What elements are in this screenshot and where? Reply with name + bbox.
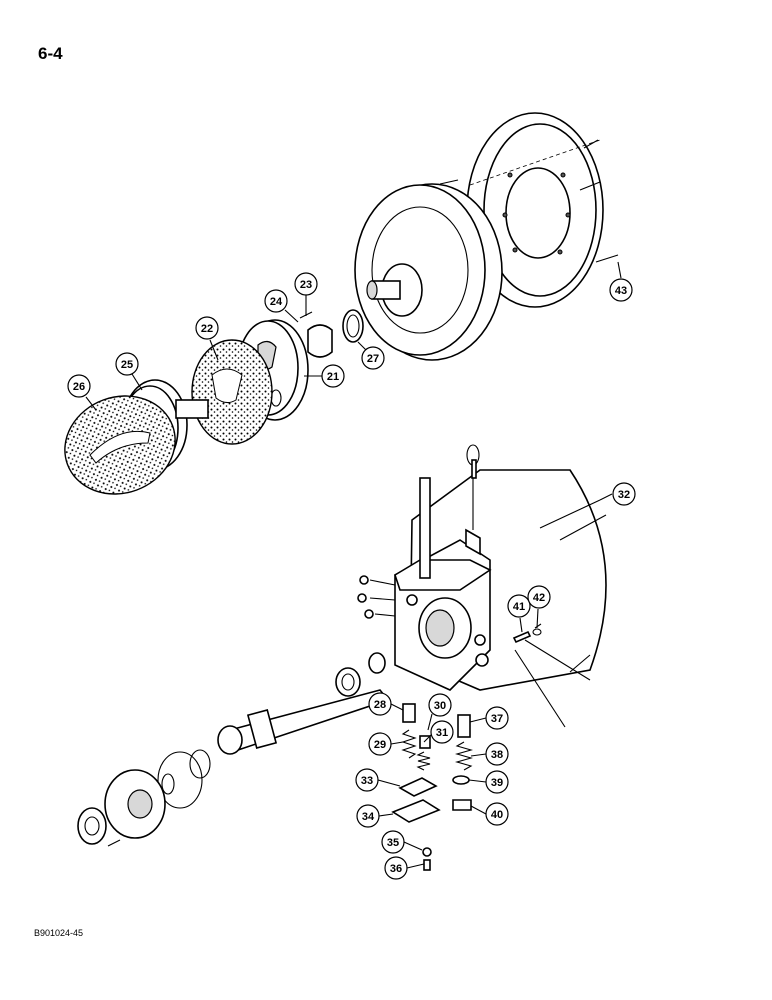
callout-25: 25	[115, 352, 143, 391]
callout-label: 40	[491, 809, 503, 821]
callout-36: 36	[384, 856, 425, 880]
callout-label: 37	[491, 713, 503, 725]
callout-label: 38	[491, 749, 503, 761]
callout-label: 27	[367, 353, 379, 365]
torque-converter	[354, 183, 503, 361]
callout-42: 42	[527, 585, 551, 629]
callout-label: 34	[362, 811, 375, 823]
misc-fittings	[471, 459, 542, 644]
valve-components	[391, 703, 474, 871]
callout-22: 22	[195, 316, 219, 361]
callout-24: 24	[264, 289, 299, 323]
callout-label: 35	[387, 837, 399, 849]
page-number: 6-4	[38, 44, 63, 63]
callout-label: 28	[374, 699, 386, 711]
callout-35: 35	[381, 830, 423, 854]
bushing-27	[307, 309, 364, 358]
seal-rings	[157, 749, 211, 809]
callout-30: 30	[427, 693, 452, 731]
input-shaft	[217, 652, 390, 755]
friction-disc-26	[64, 395, 176, 495]
callout-label: 43	[615, 285, 627, 297]
callout-28: 28	[368, 692, 404, 716]
callout-label: 21	[327, 371, 339, 383]
callout-label: 36	[390, 863, 402, 875]
callout-32: 32	[599, 482, 636, 506]
callout-21: 21	[304, 364, 345, 388]
callout-label: 24	[270, 296, 283, 308]
callout-41: 41	[507, 594, 531, 633]
callout-37: 37	[469, 706, 509, 730]
callout-label: 41	[513, 601, 525, 613]
callout-label: 25	[121, 359, 133, 371]
callout-39: 39	[468, 770, 509, 794]
callout-40: 40	[470, 802, 509, 826]
callout-label: 23	[300, 279, 312, 291]
callout-label: 31	[436, 727, 448, 739]
callout-31: 31	[423, 720, 454, 744]
callout-29: 29	[368, 732, 404, 756]
callout-label: 32	[618, 489, 630, 501]
callout-label: 30	[434, 700, 446, 712]
callout-34: 34	[356, 804, 394, 828]
callout-26: 26	[67, 374, 97, 411]
callout-label: 26	[73, 381, 85, 393]
cover-plate	[77, 769, 166, 847]
transmission-housing	[357, 444, 607, 728]
callout-43: 43	[609, 261, 633, 302]
callout-label: 39	[491, 777, 503, 789]
callout-38: 38	[470, 742, 509, 766]
callout-27: 27	[357, 341, 385, 370]
callout-label: 29	[374, 739, 386, 751]
callout-23: 23	[294, 272, 318, 316]
callout-33: 33	[355, 768, 401, 792]
friction-plate-22	[191, 339, 273, 445]
callout-label: 42	[533, 592, 545, 604]
callout-label: 33	[361, 775, 373, 787]
callout-label: 22	[201, 323, 213, 335]
figure-code: B901024-45	[34, 928, 84, 938]
